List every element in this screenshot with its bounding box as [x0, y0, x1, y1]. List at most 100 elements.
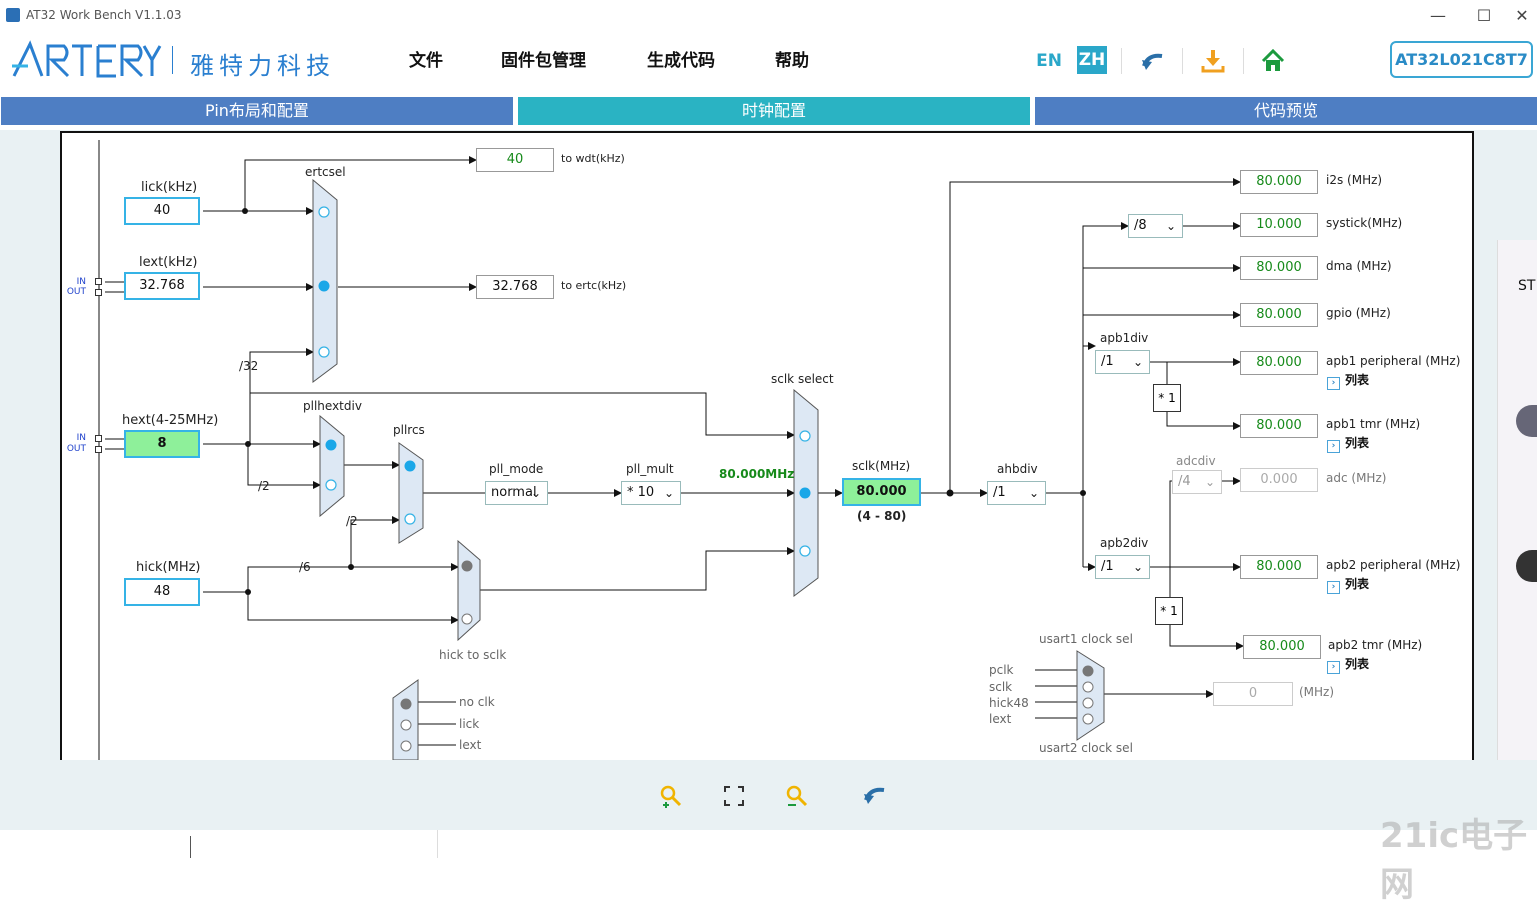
home-icon[interactable]	[1260, 48, 1286, 74]
wdt-output: 40	[476, 148, 554, 172]
expand-icon: ›	[1327, 440, 1340, 453]
hext-out-pin[interactable]	[95, 446, 102, 453]
zoom-in-icon[interactable]	[659, 784, 683, 808]
adc-label: adc (MHz)	[1326, 471, 1387, 485]
ertc-label: to ertc(kHz)	[561, 279, 627, 292]
watermark: 21ic电子网	[1380, 816, 1528, 905]
apb1-tmr-multiplier: * 1	[1153, 384, 1181, 412]
adcdiv-select[interactable]: /4⌄	[1172, 470, 1222, 494]
lext-input[interactable]: 32.768	[124, 272, 200, 300]
app-logo-icon	[6, 8, 20, 22]
side-panel: ST	[1497, 240, 1537, 830]
usart2-clock-sel-label: usart2 clock sel	[1039, 741, 1133, 755]
apb1div-value: /1	[1101, 354, 1114, 369]
chevron-down-icon: ⌄	[1028, 486, 1039, 500]
minimize-button[interactable]: —	[1430, 6, 1446, 25]
menu-generate-code[interactable]: 生成代码	[647, 51, 715, 71]
status-area	[0, 830, 1537, 858]
lext-label: lext(kHz)	[139, 255, 198, 270]
apb2div-select[interactable]: /1⌄	[1095, 555, 1150, 579]
close-button[interactable]: ✕	[1515, 6, 1529, 25]
side-panel-text: ST	[1518, 278, 1536, 294]
sclk-select-label: sclk select	[771, 372, 834, 386]
adc-output: 0.000	[1240, 468, 1318, 492]
div6-label: /6	[299, 560, 311, 574]
undo-icon[interactable]	[1140, 50, 1166, 72]
apb1div-select[interactable]: /1 ⌄	[1095, 350, 1150, 374]
menu-help[interactable]: 帮助	[775, 51, 809, 71]
sclk-input[interactable]: 80.000	[842, 478, 921, 506]
apb2-peripheral-output: 80.000	[1240, 555, 1318, 579]
lang-en-button[interactable]: EN	[1036, 51, 1062, 71]
apb2-peripheral-list-label: 列表	[1345, 577, 1370, 591]
systick-div-select[interactable]: /8⌄	[1128, 214, 1183, 238]
dma-output: 80.000	[1240, 256, 1318, 280]
div32-label: /32	[239, 359, 259, 373]
ertc-output: 32.768	[476, 275, 554, 299]
part-number-button[interactable]: AT32L021C8T7	[1390, 41, 1533, 78]
clkout-input-lext: lext	[459, 738, 482, 752]
adcdiv-value: /4	[1178, 474, 1191, 489]
menu-firmware-pack[interactable]: 固件包管理	[501, 51, 586, 71]
zoom-toolbar	[0, 760, 1537, 830]
apb2div-label: apb2div	[1100, 536, 1149, 550]
hick-to-sclk-label: hick to sclk	[439, 648, 507, 662]
menu-file[interactable]: 文件	[409, 51, 443, 71]
hick-label: hick(MHz)	[136, 560, 201, 575]
pll-mult-select[interactable]: * 10⌄	[621, 481, 681, 505]
zoom-out-icon[interactable]	[785, 784, 809, 808]
maximize-button[interactable]: ☐	[1476, 6, 1492, 25]
div2-hick-label: /2	[346, 514, 358, 528]
chevron-down-icon: ⌄	[1132, 560, 1143, 574]
status-divider	[437, 830, 438, 858]
usart1-clock-sel-label: usart1 clock sel	[1039, 632, 1133, 646]
download-icon[interactable]	[1200, 48, 1226, 74]
toolbar-divider	[1243, 48, 1244, 74]
lext-out-pin[interactable]	[95, 289, 102, 296]
avatar[interactable]	[1516, 405, 1537, 437]
apb2-tmr-output: 80.000	[1243, 635, 1321, 659]
tab-code-preview[interactable]: 代码预览	[1035, 97, 1537, 125]
hick-input[interactable]: 48	[124, 578, 200, 606]
adcdiv-label: adcdiv	[1176, 454, 1216, 468]
usart1-mux	[1076, 650, 1105, 741]
fit-screen-icon[interactable]	[723, 785, 745, 807]
apb1-tmr-list-link[interactable]: ›列表	[1327, 434, 1369, 453]
apb2-tmr-label: apb2 tmr (MHz)	[1328, 638, 1423, 652]
avatar[interactable]	[1516, 550, 1537, 582]
tab-clock-config[interactable]: 时钟配置	[518, 97, 1030, 125]
expand-icon: ›	[1327, 377, 1340, 390]
apb1-peripheral-output: 80.000	[1240, 351, 1318, 375]
gpio-label: gpio (MHz)	[1326, 306, 1391, 320]
lick-input[interactable]: 40	[124, 197, 200, 225]
sclk-label: sclk(MHz)	[852, 459, 911, 473]
company-name: 雅特力科技	[190, 52, 335, 80]
usart-input-pclk: pclk	[989, 663, 1014, 677]
pllrcs-label: pllrcs	[393, 423, 425, 437]
hext-in-pin[interactable]	[95, 435, 102, 442]
sclk-range: (4 - 80)	[857, 509, 907, 523]
lext-in-pin[interactable]	[95, 278, 102, 285]
pll-mode-select[interactable]: normal⌄	[485, 481, 548, 505]
chevron-down-icon: ⌄	[1132, 355, 1143, 369]
hext-in-label: IN	[76, 433, 86, 443]
gpio-output: 80.000	[1240, 303, 1318, 327]
apb1-peripheral-list-link[interactable]: ›列表	[1327, 371, 1369, 390]
systick-output: 10.000	[1240, 213, 1318, 237]
div2-hext-label: /2	[258, 479, 270, 493]
artery-logo	[12, 40, 162, 78]
clock-wiring	[98, 140, 1244, 761]
apb2-tmr-list-link[interactable]: ›列表	[1327, 655, 1369, 674]
systick-label: systick(MHz)	[1326, 216, 1403, 230]
lang-zh-button[interactable]: ZH	[1077, 46, 1107, 74]
ahbdiv-select[interactable]: /1⌄	[987, 481, 1046, 505]
usart-input-sclk: sclk	[989, 680, 1013, 694]
tab-pin-layout[interactable]: Pin布局和配置	[1, 97, 513, 125]
pll-mult-label: pll_mult	[626, 462, 674, 476]
apb2-peripheral-list-link[interactable]: ›列表	[1327, 575, 1369, 594]
hext-input[interactable]: 8	[124, 430, 200, 458]
pllhextdiv-mux	[319, 414, 345, 518]
reset-icon[interactable]	[862, 784, 888, 806]
apb1div-label: apb1div	[1100, 331, 1149, 345]
wdt-label: to wdt(kHz)	[561, 152, 625, 165]
